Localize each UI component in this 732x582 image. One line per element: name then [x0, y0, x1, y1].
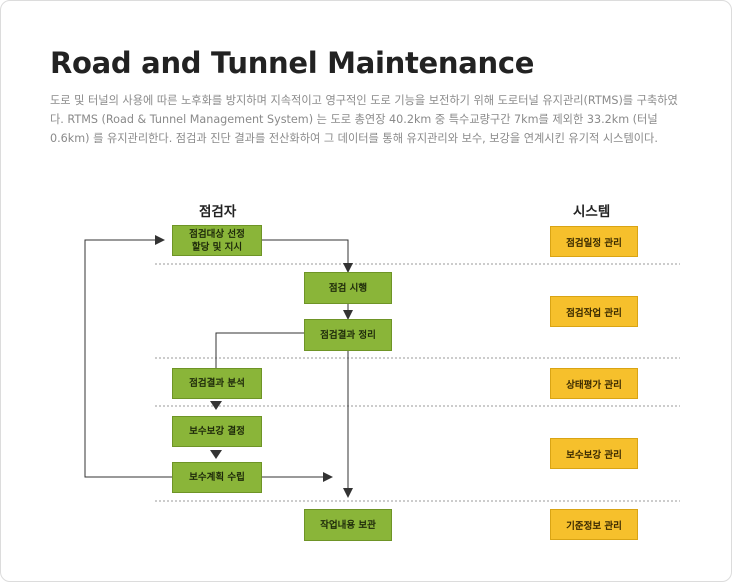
process-organize-results: 점검결과 정리: [304, 319, 392, 351]
system-base-info-management: 기준정보 관리: [550, 509, 638, 540]
process-repair-decision: 보수보강 결정: [172, 416, 262, 447]
page-title: Road and Tunnel Maintenance: [50, 46, 535, 80]
down-arrow: [210, 450, 222, 459]
description-text: 도로 및 터널의 사용에 따른 노후화를 방지하며 지속적이고 영구적인 도로 …: [50, 94, 678, 145]
connector-line: [215, 332, 304, 368]
process-repair-plan: 보수계획 수립: [172, 462, 262, 493]
connector-arrow: [262, 239, 353, 273]
feedback-loop-arrow: [84, 235, 172, 478]
down-arrow: [210, 401, 222, 410]
process-inspection: 점검 시행: [304, 272, 392, 304]
system-work-management: 점검작업 관리: [550, 296, 638, 327]
inspector-column-header: 점검자: [199, 204, 237, 220]
system-column-header: 시스템: [573, 204, 611, 220]
system-repair-management: 보수보강 관리: [550, 438, 638, 469]
system-condition-management: 상태평가 관리: [550, 368, 638, 399]
process-select-target: 점검대상 선정 할당 및 지시: [172, 225, 262, 256]
process-work-report: 작업내용 보관: [304, 509, 392, 541]
system-schedule-management: 점검일정 관리: [550, 226, 638, 257]
process-analyze-results: 점검결과 분석: [172, 368, 262, 399]
